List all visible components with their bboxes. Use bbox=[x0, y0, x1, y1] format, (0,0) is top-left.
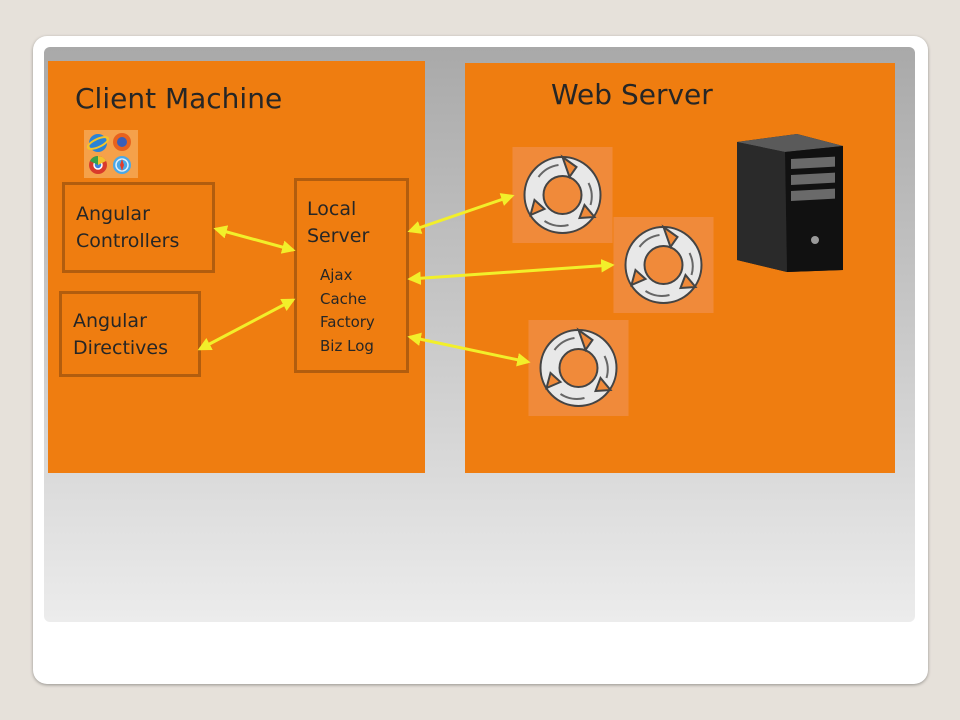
server-tower-icon bbox=[737, 134, 843, 272]
local-server-item: Biz Log bbox=[320, 336, 374, 355]
angular-directives-box: Angular Directives bbox=[59, 291, 201, 377]
local-server-item: Ajax bbox=[320, 266, 353, 284]
local-server-item: Factory bbox=[320, 313, 375, 331]
angular-controllers-box: Angular Controllers bbox=[62, 182, 215, 273]
client-machine-title: Client Machine bbox=[75, 82, 283, 115]
arrow-local-server-cycle-1 bbox=[407, 193, 515, 234]
angular-controllers-label: Angular Controllers bbox=[76, 203, 180, 252]
browsers-icon bbox=[84, 130, 138, 178]
arrow-controllers-local-server bbox=[213, 225, 296, 254]
arrow-local-server-cycle-3 bbox=[407, 332, 531, 367]
arrow-local-server-cycle-2 bbox=[407, 259, 615, 285]
local-server-label: Local Server bbox=[307, 198, 370, 247]
local-server-box: Local Server Ajax Cache Factory Biz Log bbox=[294, 178, 409, 373]
local-server-items: Ajax Cache Factory Biz Log bbox=[320, 264, 375, 358]
arrow-directives-local-server bbox=[197, 298, 296, 351]
angular-directives-label: Angular Directives bbox=[73, 310, 168, 359]
refresh-cycle-icon bbox=[512, 147, 613, 243]
refresh-cycle-icon bbox=[528, 320, 629, 416]
web-server-title: Web Server bbox=[551, 78, 713, 111]
local-server-item: Cache bbox=[320, 289, 367, 308]
refresh-cycle-icon bbox=[613, 217, 714, 313]
